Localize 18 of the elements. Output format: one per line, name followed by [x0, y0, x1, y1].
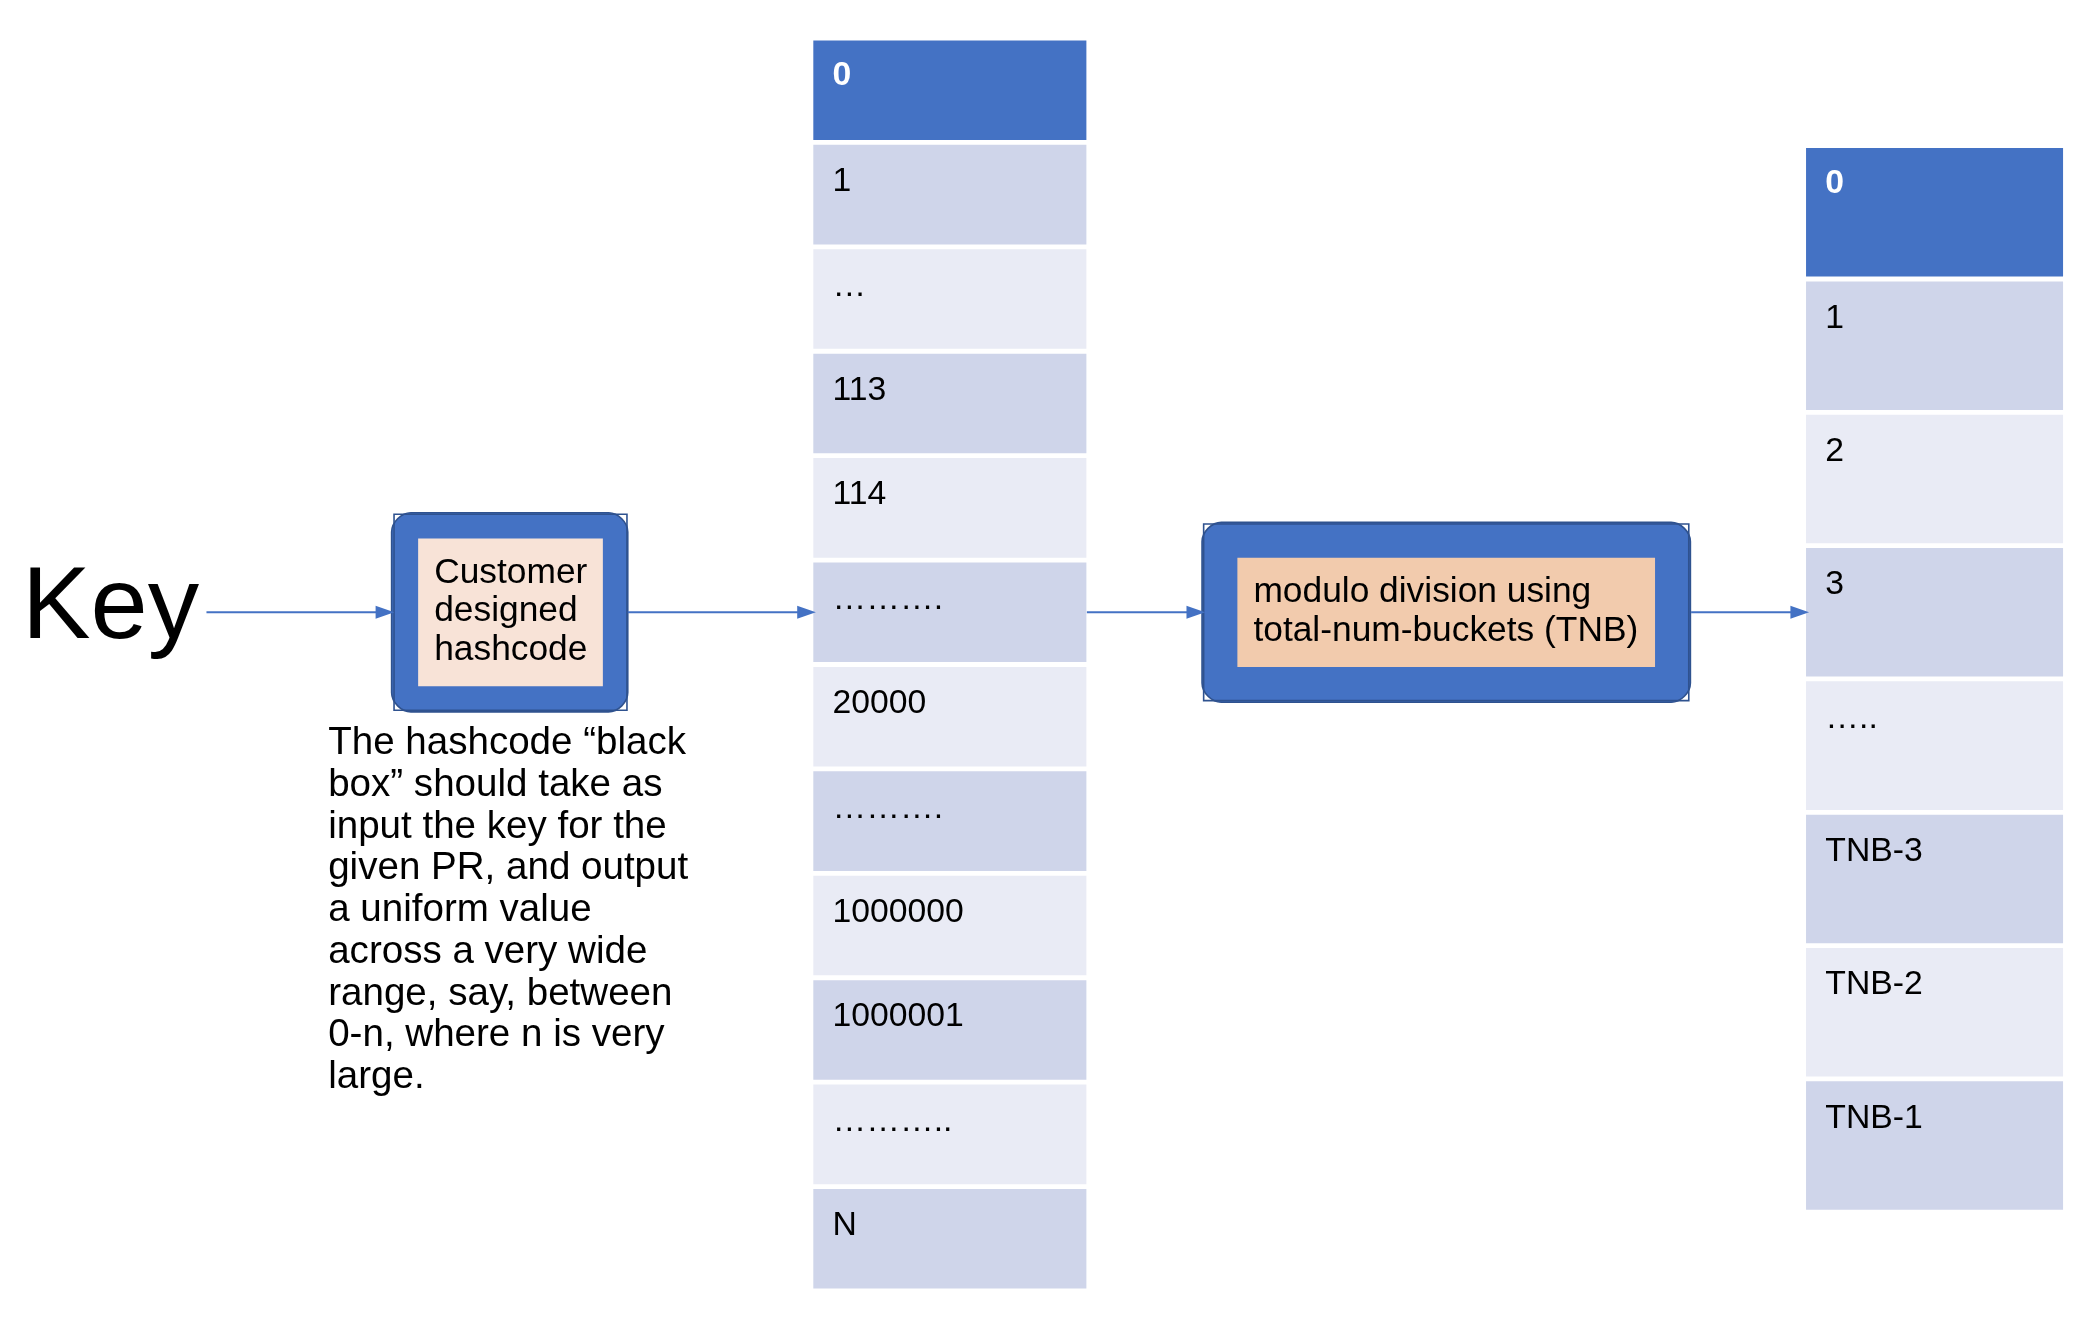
arrow	[627, 605, 816, 619]
arrow	[1086, 605, 1206, 619]
node-box: 113	[813, 353, 1087, 453]
node-box: 1000001	[813, 979, 1087, 1080]
node-box: 0	[1806, 147, 2064, 277]
arrow	[1691, 605, 1810, 619]
node-box: ……….	[813, 770, 1087, 871]
node-box: TNB-1	[1806, 1080, 2064, 1210]
node-box: TNB-3	[1806, 814, 2064, 943]
node-box: 0	[813, 39, 1087, 140]
node-box: 3	[1806, 547, 2064, 677]
node-box: 1	[1806, 280, 2064, 410]
node-box: N	[813, 1188, 1087, 1289]
node-text: Key	[21, 544, 200, 660]
node-box: 1	[813, 144, 1087, 244]
node-box: ……….	[813, 562, 1087, 662]
arrow	[206, 605, 395, 619]
label: The hashcode “black box” should take as input the key for the given PR, and output a uniform value across a very wide range, say, between 0-n, where n is very large.	[328, 718, 689, 1096]
